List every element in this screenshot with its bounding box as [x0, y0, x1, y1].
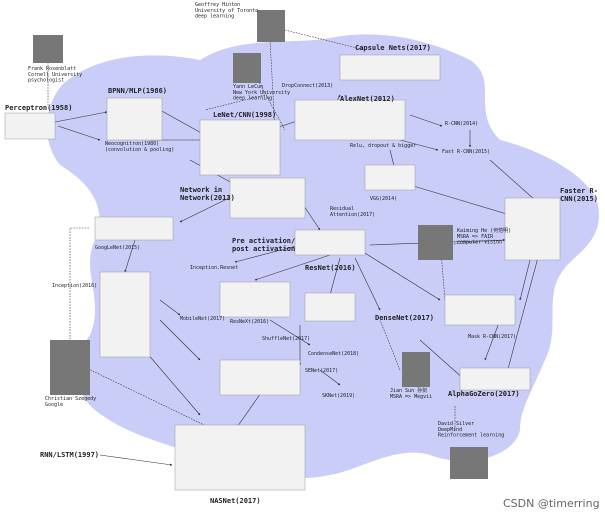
node-dropconnect: DropConnect(2013)	[282, 83, 333, 89]
node-perceptron: Perceptron(1958)	[5, 104, 72, 112]
node-rnn: RNN/LSTM(1997)	[40, 451, 99, 459]
node-labels: Perceptron(1958) BPNN/MLP(1986) Neocogni…	[5, 44, 598, 505]
node-faster-rcnn: Faster R-CNN(2015)	[560, 187, 598, 203]
avatar	[233, 53, 261, 83]
node-fast-rcnn: Fast R-CNN(2015)	[442, 149, 490, 155]
avatar	[418, 225, 453, 260]
node-capsule: Capsule Nets(2017)	[355, 44, 431, 52]
node-vgg: VGG(2014)	[370, 196, 397, 202]
node-mask-rcnn: Mask R-CNN(2017)	[468, 334, 516, 340]
alexnet-figure	[294, 99, 406, 141]
avatar	[257, 10, 285, 42]
avatar	[402, 352, 430, 387]
perceptron-figure	[4, 112, 56, 140]
resnet-figure	[294, 229, 366, 256]
node-mobilenet: MobileNet(2017)	[180, 316, 225, 322]
node-condensenet: CondenseNet(2018)	[308, 351, 359, 357]
node-neocognitron: Neocognitron(1980)(convolution & pooling…	[105, 141, 174, 153]
mlp-figure	[106, 97, 163, 141]
nasnet-figure	[174, 424, 306, 491]
vgg-figure	[364, 164, 416, 191]
node-alphago: AlphaGoZero(2017)	[448, 390, 520, 398]
avatar	[50, 340, 90, 395]
background-region	[47, 34, 599, 479]
node-rcnn: R-CNN(2014)	[445, 121, 478, 127]
googlenet-figure	[94, 216, 174, 241]
faster-rcnn-figure	[504, 197, 561, 261]
node-alexnet: AlexNet(2012)	[340, 95, 395, 103]
node-resnet: ResNet(2016)	[305, 264, 356, 272]
node-googlenet: GoogLeNet(2015)	[95, 245, 140, 251]
node-densenet: DenseNet(2017)	[375, 314, 434, 322]
edges	[47, 29, 541, 466]
capsule-figure	[339, 54, 441, 81]
node-nasnet: NASNet(2017)	[210, 497, 261, 505]
alphago-figure	[459, 367, 531, 391]
thumbnails	[4, 54, 561, 491]
node-preact: Pre activation/post activation	[232, 237, 295, 253]
senet-figure	[219, 359, 301, 396]
node-senet: SENet(2017)	[305, 368, 338, 374]
node-shufflenet: ShuffleNet(2017)	[262, 336, 310, 342]
node-lenet: LeNet/CNN(1998)	[213, 111, 276, 119]
node-inception: Inception(2016)	[52, 283, 97, 289]
watermark: CSDN @timerring	[503, 497, 600, 510]
node-inception-res: Inception.Resnet	[190, 265, 238, 271]
densenet-figure	[304, 292, 356, 322]
nin-figure	[229, 177, 306, 219]
node-relu-note: Relu, dropout & bigger	[350, 143, 416, 149]
mask-rcnn-figure	[444, 294, 516, 326]
avatar	[450, 447, 488, 479]
resnext-figure	[219, 281, 291, 318]
avatar	[33, 35, 63, 63]
people-photos	[33, 10, 488, 479]
node-resnext: ResNeXt(2016)	[230, 319, 269, 325]
lenet-figure	[199, 119, 281, 176]
node-sknet: SKNet(2019)	[322, 393, 355, 399]
node-bpnn: BPNN/MLP(1986)	[108, 87, 167, 95]
inception-figure	[99, 271, 151, 358]
